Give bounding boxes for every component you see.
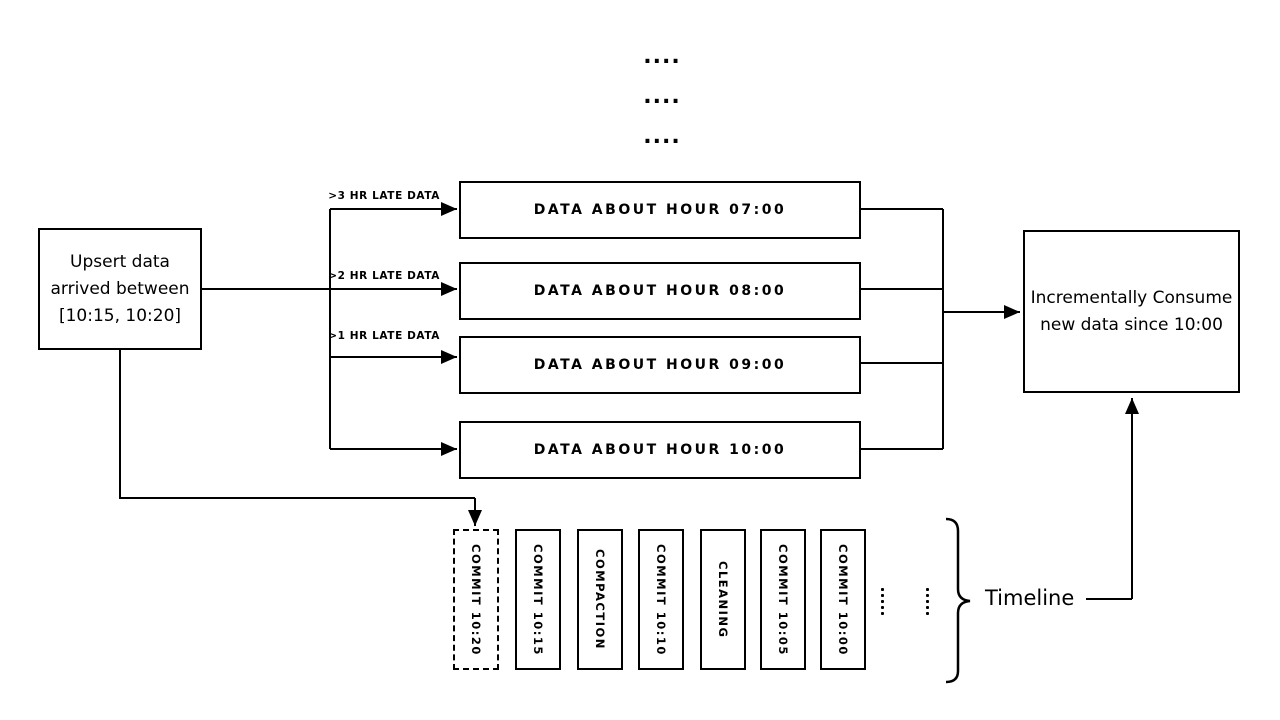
top-ellipsis-row: ....	[643, 124, 681, 149]
data-hour-09-label: DATA ABOUT HOUR 09:00	[533, 357, 787, 373]
incremental-consume-box: Incrementally Consume new data since 10:…	[1023, 230, 1240, 393]
timeline-event-compaction: COMPACTION	[577, 529, 623, 670]
timeline-event-label: COMPACTION	[593, 549, 607, 650]
timeline-event-commit-1010: COMMIT 10:10	[638, 529, 684, 670]
top-ellipsis-row: ....	[643, 84, 681, 109]
data-hour-07-label: DATA ABOUT HOUR 07:00	[533, 202, 787, 218]
incremental-consume-line: new data since 10:00	[1040, 314, 1223, 335]
data-hour-09-box: DATA ABOUT HOUR 09:00	[459, 336, 861, 394]
vertical-ellipsis-icon	[881, 588, 884, 615]
timeline-event-label: COMMIT 10:20	[469, 543, 483, 656]
timeline-event-label: COMMIT 10:10	[654, 543, 668, 656]
timeline-event-cleaning: CLEANING	[700, 529, 746, 670]
line-upsert-down	[119, 350, 475, 499]
upsert-data-line: [10:15, 10:20]	[58, 305, 182, 326]
timeline-event-commit-1000: COMMIT 10:00	[820, 529, 866, 670]
timeline-event-label: CLEANING	[716, 560, 730, 639]
incremental-consume-line: Incrementally Consume	[1030, 287, 1233, 308]
timeline-label: Timeline	[985, 586, 1075, 610]
upsert-data-line: Upsert data	[70, 251, 170, 272]
upsert-data-line: arrived between	[50, 278, 190, 299]
data-hour-10-box: DATA ABOUT HOUR 10:00	[459, 421, 861, 479]
late-data-label-1hr: >1 HR LATE DATA	[328, 330, 440, 342]
data-hour-10-label: DATA ABOUT HOUR 10:00	[533, 442, 787, 458]
timeline-event-commit-1005: COMMIT 10:05	[760, 529, 806, 670]
timeline-event-commit-1020: COMMIT 10:20	[453, 529, 499, 670]
timeline-event-label: COMMIT 10:00	[836, 543, 850, 656]
data-hour-07-box: DATA ABOUT HOUR 07:00	[459, 181, 861, 239]
top-ellipsis-row: ....	[643, 44, 681, 69]
data-hour-08-box: DATA ABOUT HOUR 08:00	[459, 262, 861, 320]
brace-icon	[945, 517, 971, 684]
timeline-event-commit-1015: COMMIT 10:15	[515, 529, 561, 670]
data-hour-08-label: DATA ABOUT HOUR 08:00	[533, 283, 787, 299]
timeline-event-label: COMMIT 10:15	[531, 543, 545, 656]
late-data-label-3hr: >3 HR LATE DATA	[328, 190, 440, 202]
vertical-ellipsis-icon	[926, 588, 929, 615]
timeline-event-label: COMMIT 10:05	[776, 543, 790, 656]
upsert-data-box: Upsert data arrived between [10:15, 10:2…	[38, 228, 202, 350]
late-data-label-2hr: >2 HR LATE DATA	[328, 270, 440, 282]
